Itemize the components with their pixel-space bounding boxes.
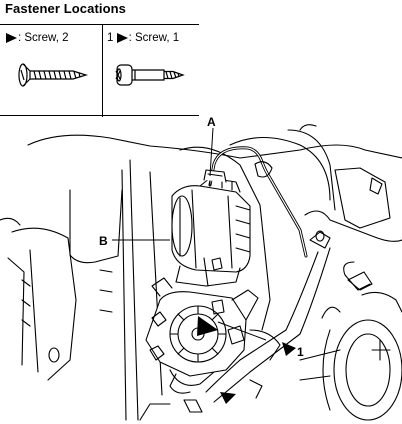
- callout-1: 1: [297, 345, 304, 359]
- long-screw-icon: [18, 63, 89, 87]
- legend-label-screw-2: : Screw, 2: [18, 32, 69, 44]
- marker-triangle-icon: [6, 33, 17, 43]
- callout-b: B: [99, 234, 108, 248]
- marker-triangle-icon: [116, 33, 128, 43]
- legend-divider: [102, 24, 103, 117]
- legend-label-screw-1: : Screw, 1: [128, 32, 180, 44]
- door-panel-outline: [27, 134, 402, 159]
- shoulder-bolt-icon: [115, 64, 185, 86]
- screw-markers: [197, 316, 296, 404]
- page-title: Fastener Locations: [5, 1, 126, 16]
- screw-marker-icon: [282, 342, 296, 356]
- screw-marker-icon: [220, 392, 236, 404]
- fastener-legend: : Screw, 2 1 : Screw, 1: [0, 24, 199, 117]
- legend-screw-1: 1 : Screw, 1: [103, 24, 199, 116]
- legend-screw-2: : Screw, 2: [0, 24, 102, 116]
- screw-marker-icon: [197, 316, 218, 336]
- legend-prefix-1: 1: [107, 32, 114, 44]
- callout-a: A: [207, 115, 216, 129]
